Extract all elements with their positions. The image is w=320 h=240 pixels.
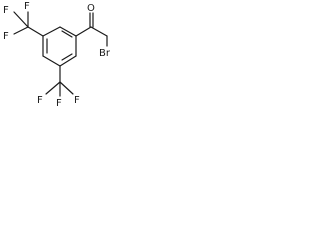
ring-cf3-bond	[27, 26, 44, 37]
molecule-drawing: O Br F F F F F F	[3, 1, 111, 107]
structure-diagram: O Br F F F F F F	[0, 0, 119, 107]
fluorine-label: F	[24, 1, 30, 12]
trifluoromethyl-top: F F F	[3, 1, 44, 42]
cf-bond	[59, 81, 74, 95]
fluorine-label: F	[74, 95, 80, 106]
bromomethyl-group: Br	[90, 26, 111, 59]
fluorine-label: F	[37, 95, 43, 106]
fluorine-label: F	[56, 98, 62, 107]
ring-bond	[42, 26, 61, 37]
ring-bond	[59, 26, 77, 37]
aryl-carbonyl-bond	[75, 26, 92, 37]
cf-bond	[45, 81, 61, 95]
ring-bond	[59, 55, 77, 67]
ring-double-bond	[61, 30, 73, 38]
trifluoromethyl-bottom: F F F	[37, 65, 80, 107]
cf-bond	[13, 26, 29, 35]
bromine-label: Br	[99, 48, 111, 59]
ring-double-bond	[61, 53, 73, 61]
fluorine-label: F	[3, 5, 9, 16]
ring-bond	[42, 55, 61, 67]
benzene-ring	[42, 26, 77, 67]
oxygen-label: O	[87, 3, 95, 14]
carbonyl-methylene-bond	[90, 26, 108, 37]
ketone-group: O	[75, 3, 95, 37]
fluorine-label: F	[3, 31, 9, 42]
cf-bond	[13, 11, 29, 28]
